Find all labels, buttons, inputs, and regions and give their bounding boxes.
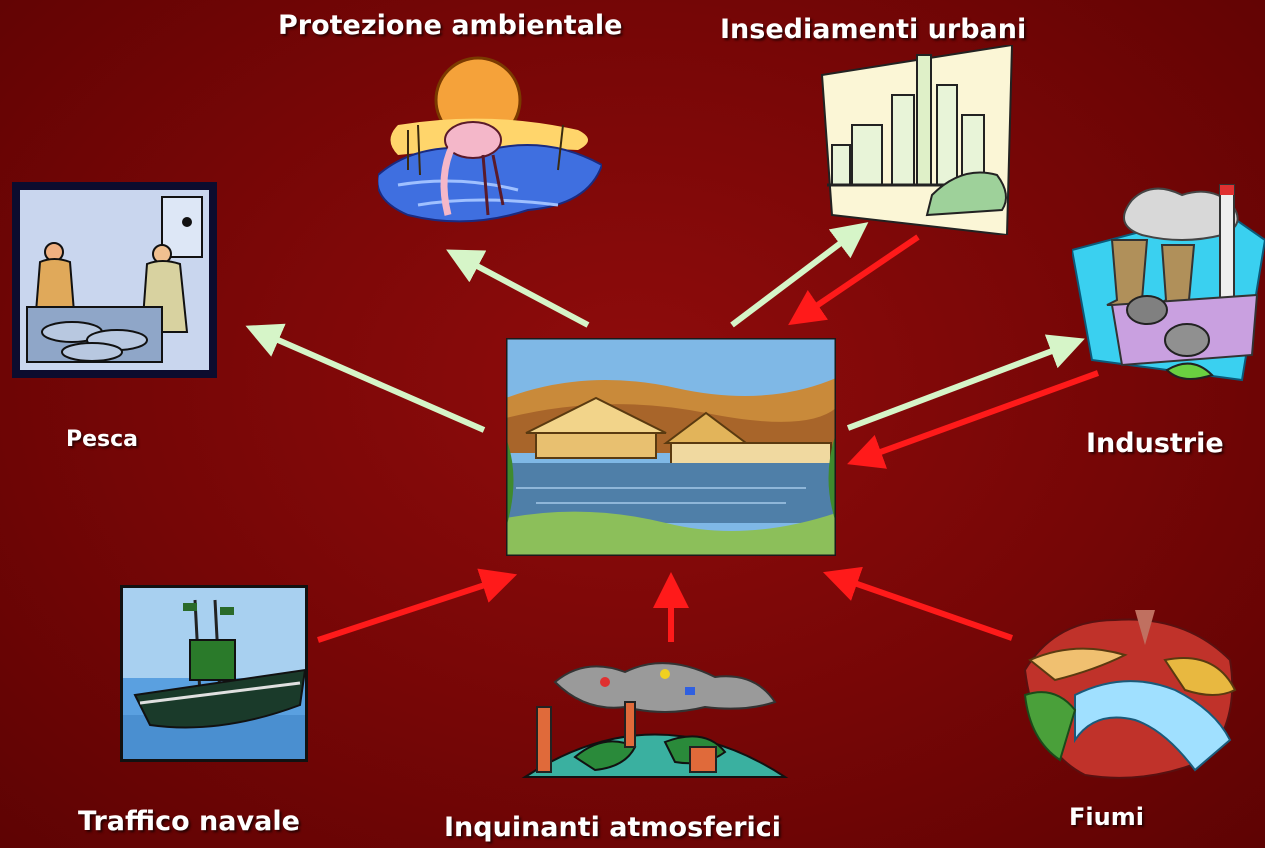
arrow-from-fiumi (823, 566, 1013, 641)
arrow-to-protezione (446, 249, 590, 328)
arrow-to-industrie (846, 334, 1085, 431)
label-fiumi: Fiumi (1069, 803, 1144, 831)
label-inquinanti-atmosferici: Inquinanti atmosferici (444, 812, 782, 843)
arrow-from-traffico (317, 568, 518, 643)
arrow-from-insediamenti (788, 234, 920, 326)
label-traffico-navale: Traffico navale (78, 806, 300, 837)
label-protezione-ambientale: Protezione ambientale (278, 10, 623, 41)
fishermen-image (12, 182, 217, 378)
lagoon-image (506, 338, 836, 556)
arrow-from-industrie (847, 370, 1100, 469)
arrow-to-insediamenti (730, 222, 869, 328)
city-skyline-image (820, 45, 1014, 235)
label-insediamenti-urbani: Insediamenti urbani (720, 14, 1027, 45)
polluted-globe-image (521, 662, 789, 778)
label-industrie: Industrie (1086, 428, 1224, 459)
power-plant-image (1072, 184, 1265, 382)
river-landscape-image (1023, 610, 1237, 779)
arrow-to-pesca (245, 323, 486, 433)
label-pesca: Pesca (66, 427, 139, 452)
ship-image (120, 585, 308, 762)
flamingo-sunset-image (378, 56, 602, 223)
